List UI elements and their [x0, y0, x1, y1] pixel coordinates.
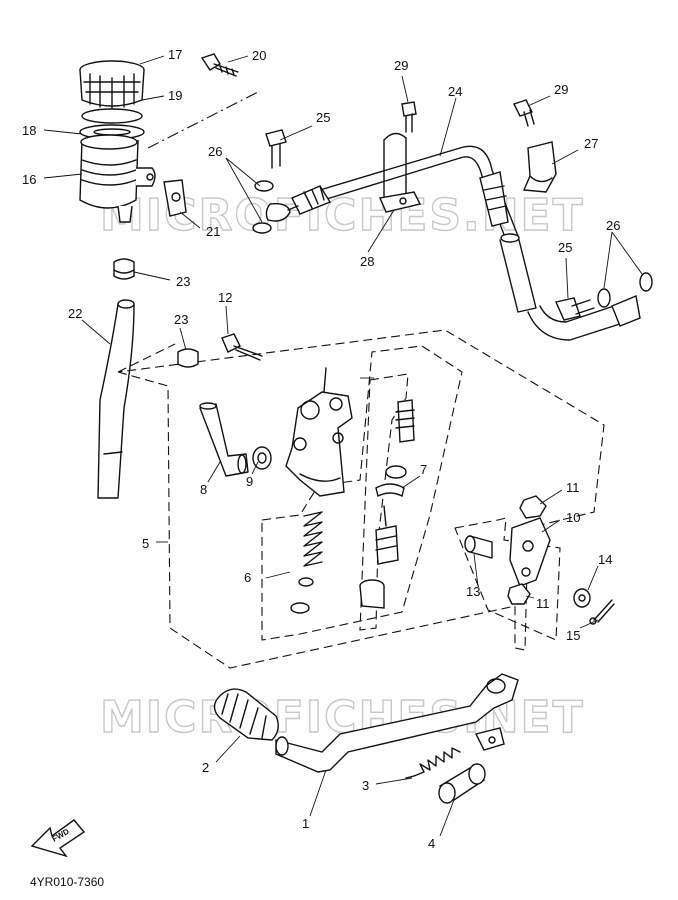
- callout-26-lower: 26: [606, 218, 620, 233]
- clevis-pin: [464, 535, 493, 559]
- callout-25-upper: 25: [316, 110, 330, 125]
- callout-9: 9: [246, 474, 253, 489]
- callout-4: 4: [428, 836, 435, 851]
- callout-11-lower: 11: [536, 596, 550, 611]
- bolt-20: [200, 53, 239, 77]
- plain-washer: [573, 588, 591, 608]
- nut-11-lower: [507, 583, 531, 605]
- callout-26-upper: 26: [208, 144, 222, 159]
- hose-guide-bracket: [379, 132, 422, 213]
- callout-14: 14: [598, 552, 612, 567]
- callout-16: 16: [22, 172, 36, 187]
- bolt-29-left: [401, 101, 417, 133]
- reservoir-mount-line: [147, 91, 259, 149]
- callout-27: 27: [584, 136, 598, 151]
- brake-pedal: [275, 673, 519, 773]
- callout-13: 13: [466, 584, 480, 599]
- callout-18: 18: [22, 123, 36, 138]
- hose-clamp-lower: [177, 348, 199, 368]
- brake-rod-kit-outline: [359, 373, 409, 631]
- callout-29-right: 29: [554, 82, 568, 97]
- callout-20: 20: [252, 48, 266, 63]
- union-bolt-25-lower: [555, 297, 595, 321]
- copper-washers-lower: [597, 272, 653, 308]
- callout-8: 8: [200, 482, 207, 497]
- pedal-rubber: [213, 688, 279, 741]
- reservoir-cap: [79, 60, 145, 109]
- bolt-29-right: [513, 99, 535, 127]
- callout-11-upper: 11: [566, 480, 580, 495]
- callout-23-top: 23: [176, 274, 190, 289]
- callout-2: 2: [202, 760, 209, 775]
- callout-7: 7: [420, 462, 427, 477]
- hose-joint: [199, 402, 249, 477]
- cotter-pin: [589, 599, 615, 625]
- master-cylinder-assembly-outline: [117, 329, 605, 669]
- reservoir-hose-line: [117, 343, 176, 373]
- callout-25-lower: 25: [558, 240, 572, 255]
- callout-22: 22: [68, 306, 82, 321]
- master-cylinder: [285, 367, 353, 497]
- callout-6: 6: [244, 570, 251, 585]
- fwd-arrow-icon: FWD: [30, 819, 86, 858]
- reservoir-hose: [97, 299, 135, 499]
- clevis-joint: [509, 517, 551, 587]
- diagram-code: 4YR010-7360: [30, 875, 104, 889]
- brake-hose: [265, 145, 641, 341]
- callout-19: 19: [168, 88, 182, 103]
- union-bolt-25-upper: [265, 129, 287, 169]
- hose-clamp-top: [113, 258, 135, 280]
- leader-lines: [43, 55, 643, 837]
- pedal-collar: [438, 763, 486, 804]
- callout-29-left: 29: [394, 58, 408, 73]
- callout-10: 10: [566, 510, 580, 525]
- push-rod-assembly: [359, 399, 415, 609]
- copper-washers-upper: [252, 180, 274, 234]
- return-spring: [290, 511, 323, 614]
- pedal-spring: [405, 747, 461, 779]
- callout-23-lower: 23: [174, 312, 188, 327]
- callout-21: 21: [206, 224, 220, 239]
- callout-12: 12: [218, 290, 232, 305]
- callout-28: 28: [360, 254, 374, 269]
- callout-15: 15: [566, 628, 580, 643]
- reservoir-body: [79, 134, 156, 223]
- hose-holder: [522, 141, 557, 193]
- callout-1: 1: [302, 816, 309, 831]
- callout-3: 3: [362, 778, 369, 793]
- nut-11-upper: [519, 495, 547, 519]
- callout-5: 5: [142, 536, 149, 551]
- bolt-12: [221, 333, 263, 361]
- callout-24: 24: [448, 84, 462, 99]
- clip-nut-21: [163, 179, 187, 217]
- callouts: 17 19 18 16 20 21 23 22 23 8 9 12 25 26 …: [22, 47, 620, 851]
- callout-17: 17: [168, 47, 182, 62]
